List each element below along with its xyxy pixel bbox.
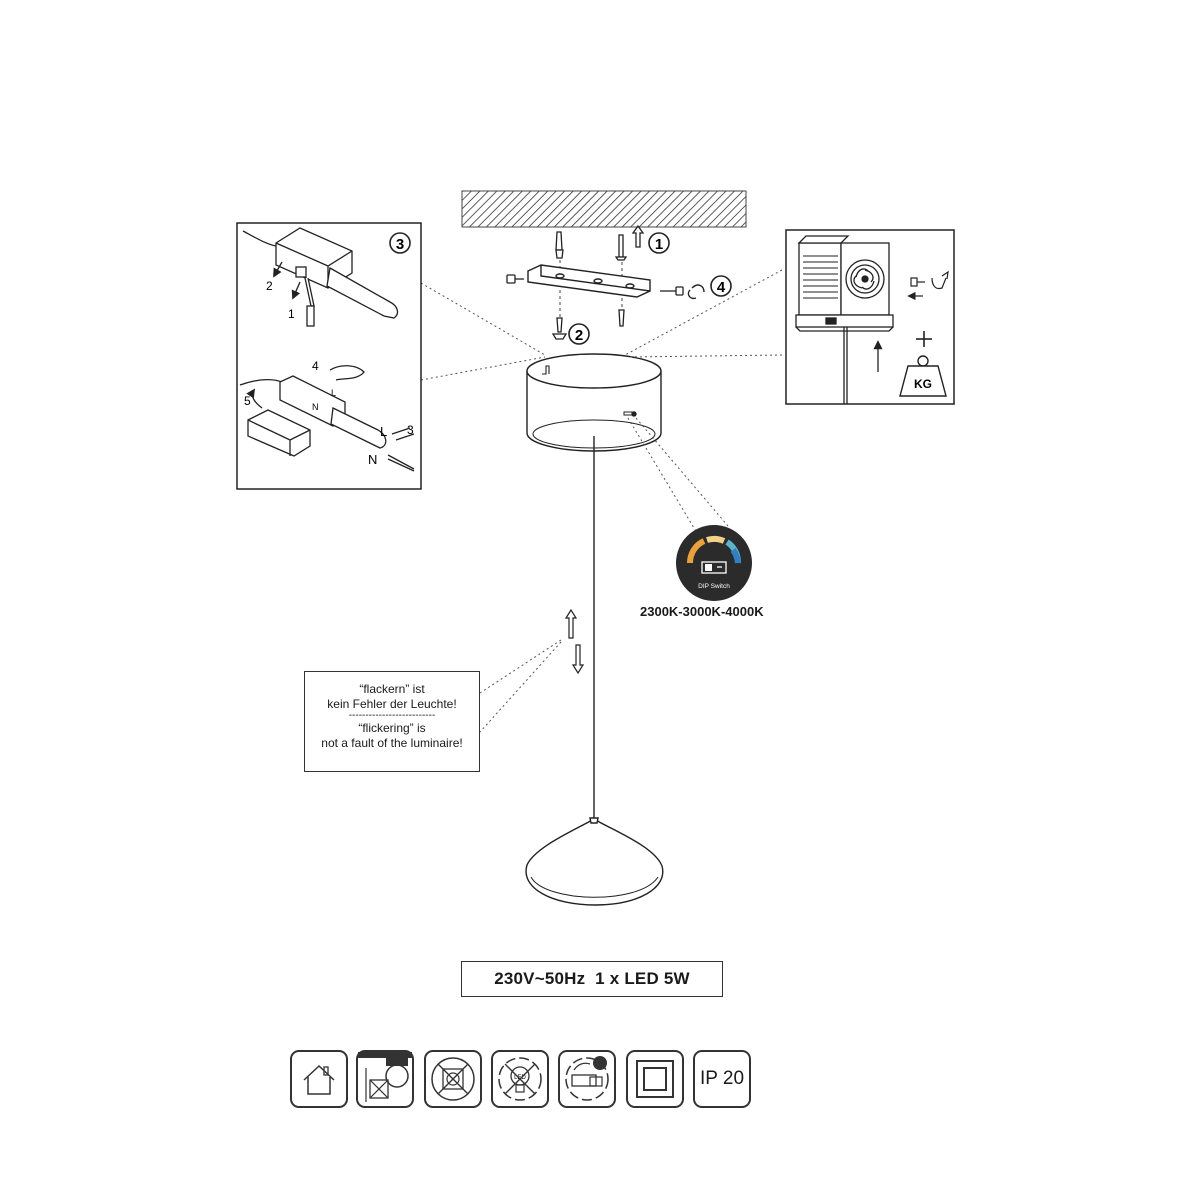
ceiling-anchors	[555, 231, 628, 261]
neutral-wire-label: N	[368, 452, 377, 467]
ip-rating-icon: IP 20	[693, 1050, 751, 1108]
non-replaceable-led-icon: LED	[491, 1050, 549, 1108]
notice-line-3: “flickering” is	[358, 721, 426, 735]
step-4-marker	[710, 275, 732, 297]
ceiling-canopy	[526, 353, 662, 452]
flicker-notice: “flackern” ist kein Fehler der Leuchte! …	[304, 671, 480, 772]
indoor-use-icon	[290, 1050, 348, 1108]
leader-lines	[420, 269, 783, 733]
push-up-arrow	[631, 224, 645, 248]
terminal-block-bottom	[239, 365, 415, 472]
driver-replaceable-icon	[558, 1050, 616, 1108]
height-adjust-arrows	[564, 608, 585, 675]
step-1-number: 1	[655, 236, 663, 253]
live-wire-label: L	[380, 424, 387, 439]
pendant-shade	[525, 817, 664, 906]
wire-step-4: 4	[312, 359, 319, 373]
step-4-number: 4	[717, 279, 726, 296]
step-2-number: 2	[575, 327, 583, 344]
dip-switch-label: DIP Switch	[698, 583, 730, 590]
step-3-marker	[389, 232, 411, 254]
step-1-marker	[648, 232, 670, 254]
mounting-bracket	[527, 264, 651, 298]
fixing-screws	[551, 309, 625, 340]
terminal-block-top	[242, 227, 399, 327]
junction-box	[795, 235, 894, 404]
weight-label: KG	[914, 377, 932, 391]
notice-line-2: kein Fehler der Leuchte!	[327, 696, 457, 711]
notice-divider: --------------------------	[348, 710, 436, 721]
replaceable-bulb-icon	[356, 1050, 414, 1108]
step-2-marker	[568, 323, 590, 345]
protection-class-2-icon	[626, 1050, 684, 1108]
ceiling-hatch	[461, 190, 747, 228]
wire-step-5: 5	[244, 394, 251, 408]
side-screw-right	[660, 286, 684, 296]
notice-line-1: “flackern” ist	[359, 682, 425, 696]
wire-step-2: 2	[266, 279, 273, 293]
wire-step-1: 1	[288, 307, 295, 321]
ip-rating-label: IP 20	[699, 1068, 745, 1089]
terminal-N-small: N	[312, 402, 319, 412]
turn-arrow-icon	[687, 284, 705, 300]
side-screw-left	[506, 274, 524, 284]
terminal-L-small: L	[331, 388, 336, 398]
dip-switch-badge	[676, 525, 752, 601]
wire-step-3: 3	[407, 423, 414, 437]
screw-detail	[907, 270, 949, 301]
plus-icon	[916, 331, 932, 347]
electrical-spec-text: 230V~50Hz 1 x LED 5W	[494, 969, 690, 988]
no-dimmer-icon	[424, 1050, 482, 1108]
notice-line-4: not a fault of the luminaire!	[321, 735, 463, 750]
step-3-number: 3	[396, 236, 404, 253]
electrical-spec: 230V~50Hz 1 x LED 5W	[461, 961, 723, 997]
weight-icon	[899, 355, 947, 397]
color-temperature-label: 2300K-3000K-4000K	[640, 604, 764, 619]
